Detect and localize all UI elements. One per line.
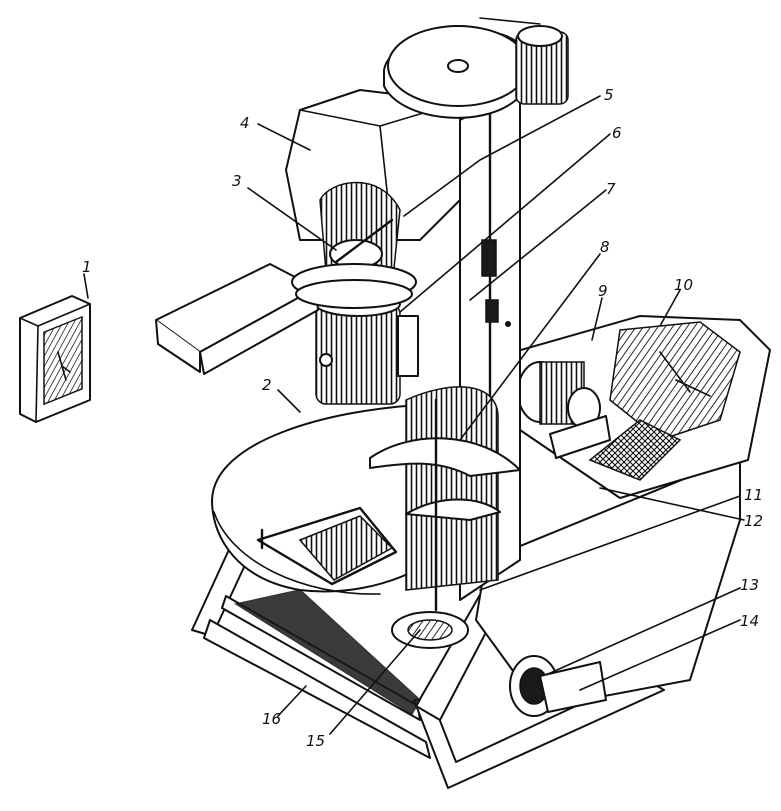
label-15: 15 <box>306 732 325 750</box>
label-9: 9 <box>598 282 608 300</box>
label-11: 11 <box>744 486 763 504</box>
label-3: 3 <box>232 172 242 190</box>
label-8: 8 <box>600 238 610 256</box>
label-12: 12 <box>744 512 763 530</box>
label-5: 5 <box>604 86 614 104</box>
label-7: 7 <box>606 180 616 198</box>
label-13: 13 <box>740 576 759 594</box>
label-10: 10 <box>674 276 693 294</box>
top-pulley <box>383 17 569 119</box>
label-4: 4 <box>240 114 250 132</box>
leader-lines <box>83 95 745 735</box>
auger-screw <box>369 386 521 649</box>
drive-module <box>499 315 771 499</box>
label-2: 2 <box>262 376 272 394</box>
label-14: 14 <box>740 612 759 630</box>
callout-labels: 1 2 3 4 5 6 7 8 9 10 11 12 13 14 15 16 <box>82 86 763 750</box>
control-panel <box>19 295 91 423</box>
hopper-head <box>285 89 461 309</box>
label-6: 6 <box>612 124 622 142</box>
label-1: 1 <box>82 258 92 276</box>
label-16: 16 <box>262 710 281 728</box>
feeder-tray <box>155 263 319 375</box>
